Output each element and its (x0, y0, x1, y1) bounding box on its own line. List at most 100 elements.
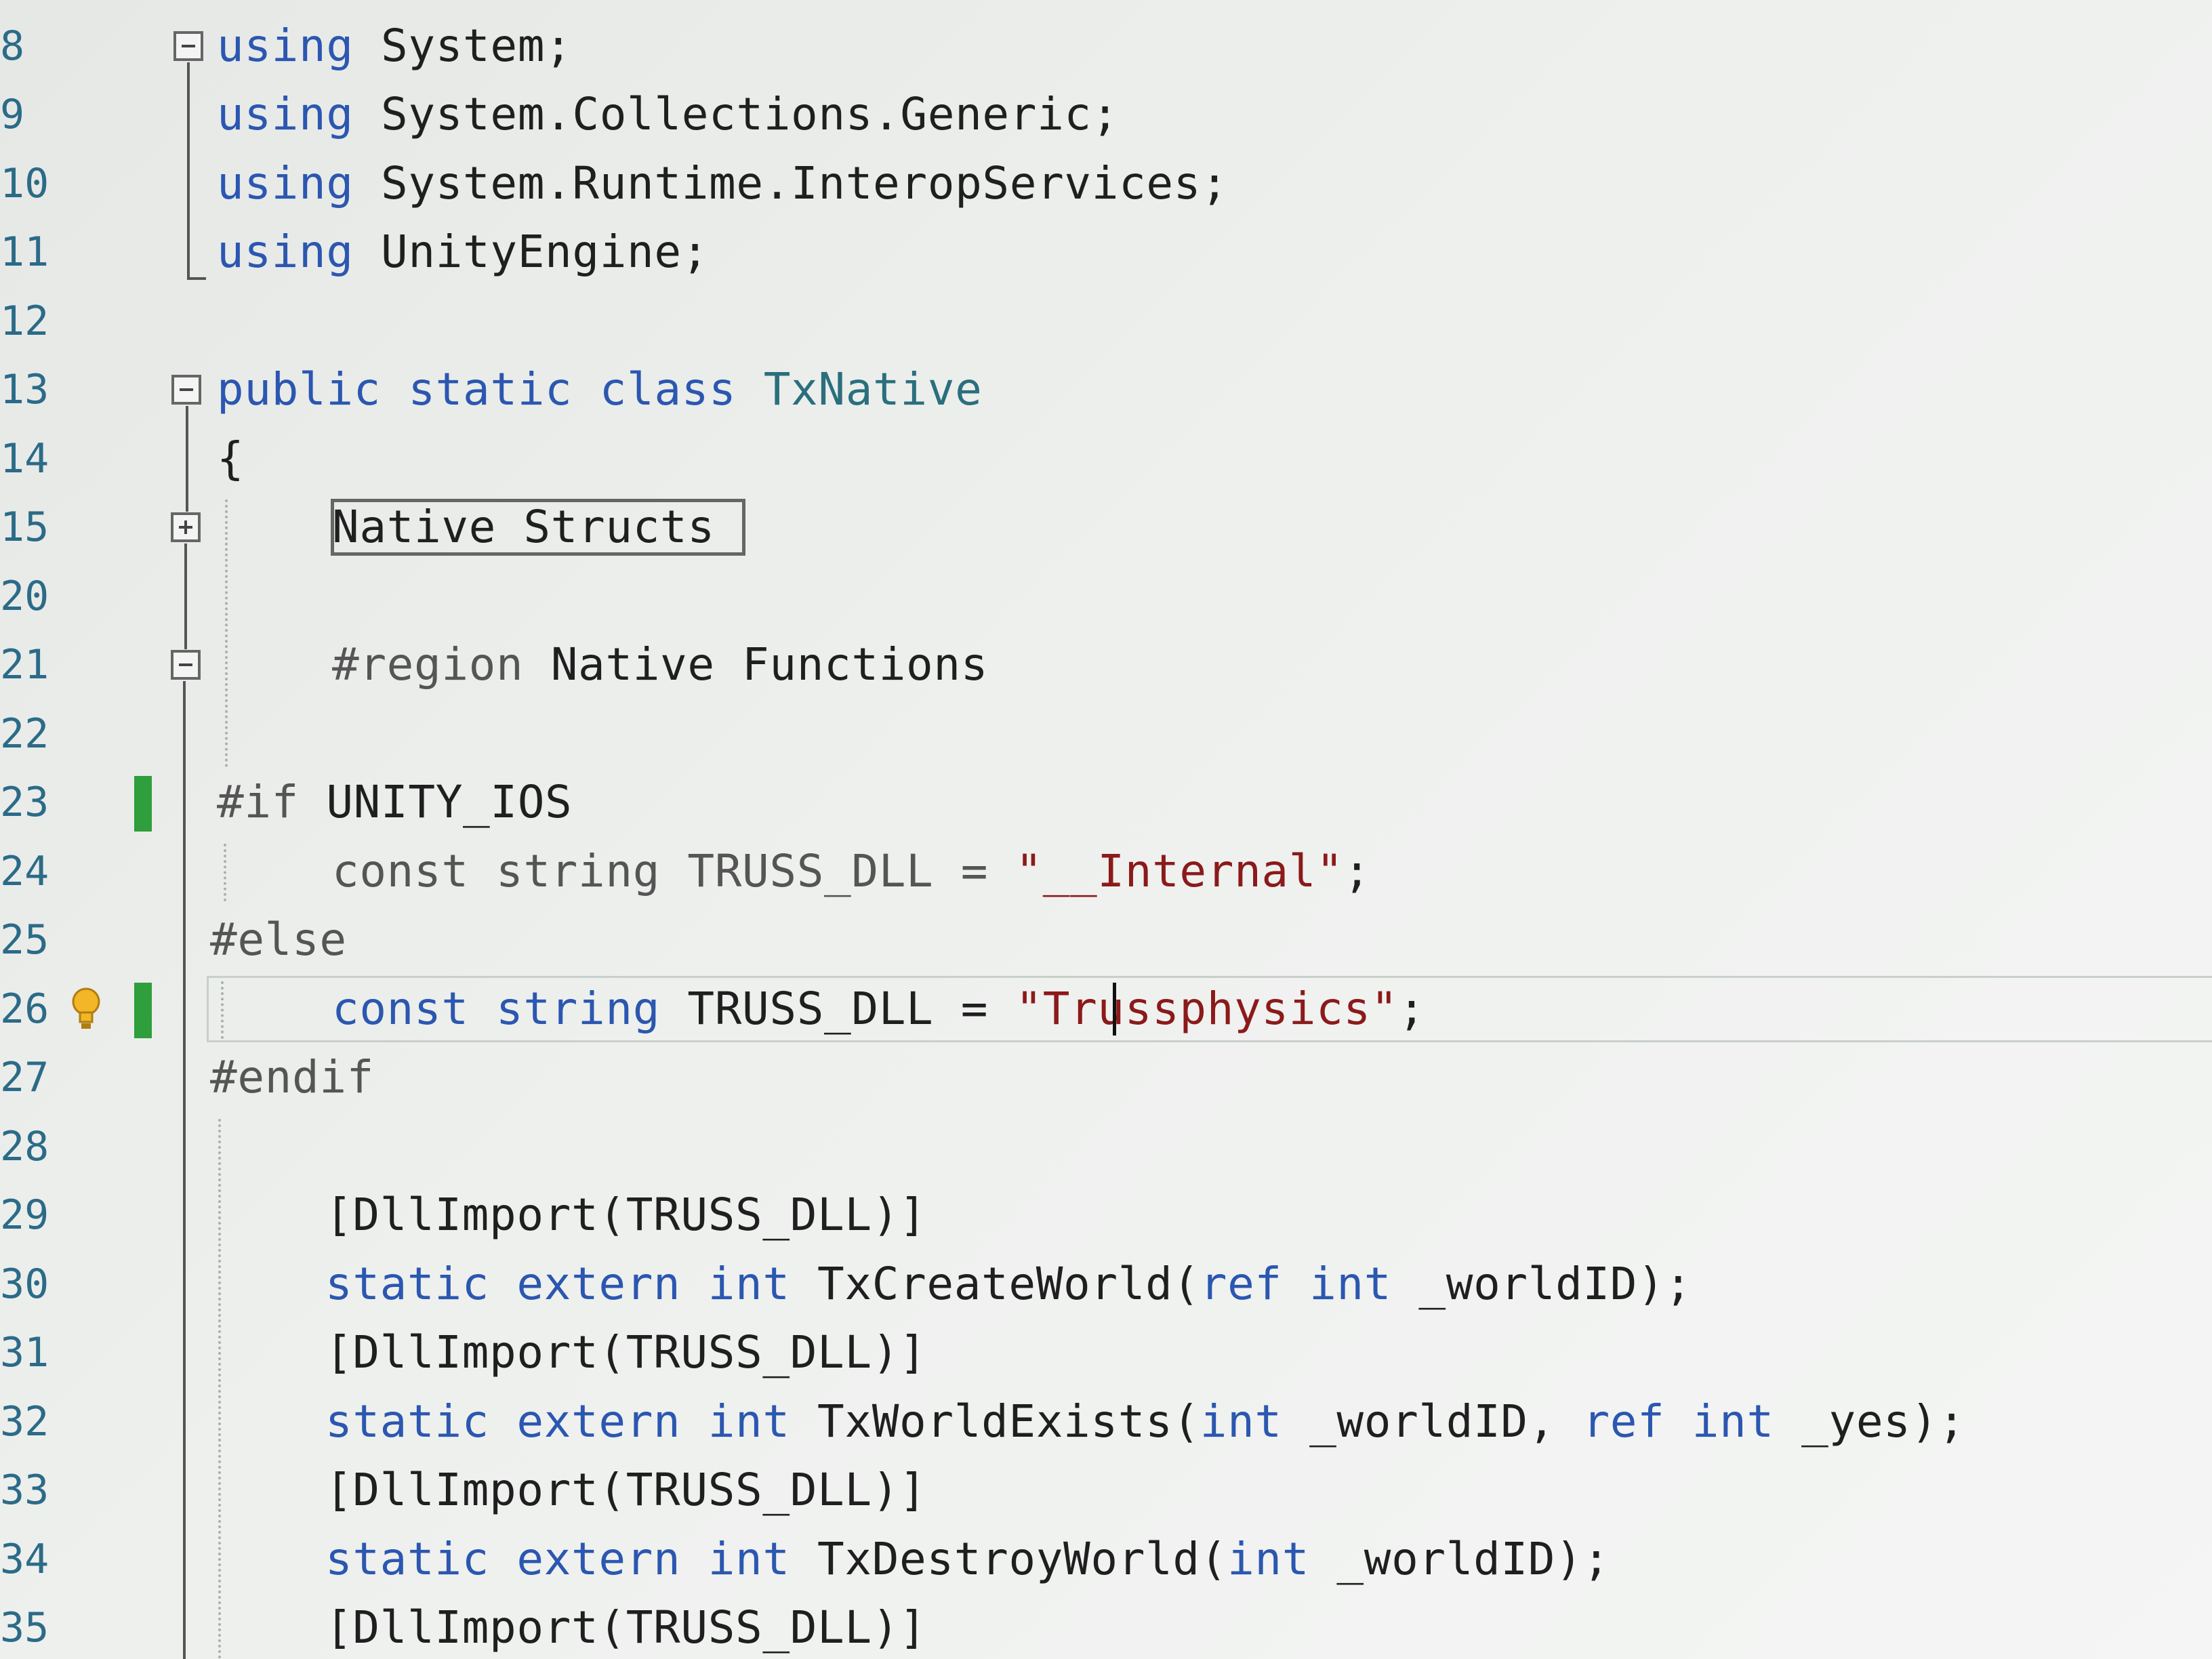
code-text[interactable]: #else (210, 905, 347, 975)
indent-guide (225, 499, 228, 767)
lightbulb-icon[interactable] (70, 987, 102, 1031)
code-line[interactable]: 29 [DllImport(TRUSS_DLL)] (0, 1181, 2212, 1250)
minus-bar (179, 663, 192, 666)
line-number: 23 (0, 779, 49, 826)
collapse-icon[interactable] (171, 375, 201, 405)
code-text[interactable]: const string TRUSS_DLL = "Trussphysics"; (332, 975, 1425, 1044)
code-line[interactable]: 12 (0, 287, 2212, 356)
code-text[interactable]: [DllImport(TRUSS_DLL)] (325, 1181, 926, 1250)
code-token: #region (332, 638, 524, 691)
code-token: { (217, 432, 245, 485)
code-line[interactable]: 9 using System.Collections.Generic; (0, 80, 2212, 149)
line-number: 9 (0, 91, 25, 138)
code-token: System; (353, 19, 573, 72)
code-line[interactable]: 23 #if UNITY_IOS (0, 768, 2212, 837)
line-number: 22 (0, 710, 49, 758)
code-token: TxWorldExists( (790, 1395, 1200, 1448)
code-token: ref int (1200, 1257, 1392, 1310)
line-number: 32 (0, 1397, 49, 1446)
current-line-highlight (207, 975, 2212, 1042)
code-line[interactable]: 33[DllImport(TRUSS_DLL)] (0, 1456, 2212, 1525)
change-marker (134, 776, 152, 832)
code-token: int (1227, 1532, 1310, 1585)
code-token: #if (217, 776, 300, 828)
code-line[interactable]: 7 (0, 0, 2212, 12)
code-line[interactable]: 27#endif (0, 1043, 2212, 1112)
line-number: 15 (0, 504, 49, 551)
code-token: Native Functions (523, 638, 989, 691)
line-number: 31 (0, 1329, 49, 1376)
minus-bar (182, 44, 195, 47)
line-number: 14 (0, 434, 49, 483)
code-token: using (217, 157, 354, 209)
code-text[interactable]: [DllImport(TRUSS_DLL)] (325, 1318, 926, 1387)
code-text[interactable]: static extern int TxWorldExists(int _wor… (325, 1387, 1965, 1456)
code-text[interactable]: #endif (210, 1043, 374, 1112)
code-token: static extern int (325, 1257, 790, 1310)
code-line[interactable]: 32 static extern int TxWorldExists(int _w… (0, 1387, 2212, 1456)
code-text[interactable]: using System; (217, 12, 572, 81)
code-token: const string (332, 982, 661, 1035)
code-text[interactable]: Native Structs (332, 493, 715, 562)
code-text[interactable]: using System.Runtime.InteropServices; (217, 149, 1228, 218)
indent-guide (218, 1118, 221, 1659)
code-text[interactable]: const string TRUSS_DLL = "__Internal"; (332, 837, 1371, 906)
line-number: 29 (0, 1191, 49, 1239)
code-token: using (217, 19, 354, 72)
line-number: 30 (0, 1260, 49, 1308)
code-text[interactable]: static extern int TxCreateWorld(ref int … (325, 1250, 1692, 1319)
code-line[interactable]: 21#region Native Functions (0, 630, 2212, 699)
code-token: _yes); (1774, 1395, 1966, 1448)
line-number: 8 (0, 22, 25, 70)
code-text[interactable]: public static class TxNative (217, 355, 982, 424)
code-token: TxCreateWorld( (790, 1257, 1200, 1310)
code-line[interactable]: 31 [DllImport(TRUSS_DLL)] (0, 1318, 2212, 1387)
code-token: UNITY_IOS (299, 776, 573, 828)
code-text[interactable]: [DllImport(TRUSS_DLL)] (325, 1456, 926, 1525)
fold-guide-line (184, 544, 187, 649)
code-token: _worldID); (1391, 1257, 1692, 1310)
code-text[interactable]: using UnityEngine; (217, 218, 709, 287)
code-line[interactable]: 14 { (0, 424, 2212, 493)
code-line[interactable]: 15 Native Structs (0, 493, 2212, 562)
indent-guide (221, 981, 224, 1039)
code-token: #else (210, 914, 347, 966)
code-token: System.Runtime.InteropServices; (353, 157, 1229, 209)
code-line[interactable]: 8 using System; (0, 12, 2212, 81)
code-line[interactable]: 28 (0, 1112, 2212, 1181)
code-line[interactable]: 25 #else (0, 905, 2212, 975)
code-token: ; (1343, 844, 1371, 897)
code-token: TxDestroyWorld( (790, 1532, 1228, 1585)
line-number: 25 (0, 916, 49, 964)
expand-icon[interactable] (171, 512, 201, 542)
code-line[interactable]: 20 (0, 562, 2212, 631)
code-text[interactable]: #if UNITY_IOS (217, 768, 572, 837)
code-token: _worldID); (1309, 1532, 1610, 1585)
collapse-icon[interactable] (173, 30, 203, 61)
code-token: Native Structs (332, 501, 715, 553)
indent-guide (224, 843, 226, 901)
collapse-icon[interactable] (171, 650, 201, 680)
code-line[interactable]: 22 (0, 699, 2212, 769)
collapsed-region-box[interactable] (331, 499, 745, 556)
code-text[interactable]: { (217, 424, 244, 493)
code-token: [DllImport(TRUSS_DLL)] (325, 1189, 927, 1241)
code-text[interactable]: [DllImport(TRUSS_DLL)] (325, 1593, 926, 1659)
code-token: using (217, 226, 354, 278)
code-token: TRUSS_DLL = (660, 982, 1016, 1035)
code-line[interactable]: 30 static extern int TxCreateWorld(ref in… (0, 1250, 2212, 1319)
code-line[interactable]: 35[DllImport(TRUSS_DLL)] (0, 1593, 2212, 1659)
code-text[interactable]: static extern int TxDestroyWorld(int _wo… (325, 1525, 1610, 1594)
code-text[interactable]: using System.Collections.Generic; (217, 80, 1119, 149)
code-token: "__Internal" (1015, 844, 1344, 897)
line-number: 7 (0, 0, 61, 12)
code-text[interactable]: #region Native Functions (332, 630, 988, 699)
code-token: TxNative (763, 363, 983, 415)
